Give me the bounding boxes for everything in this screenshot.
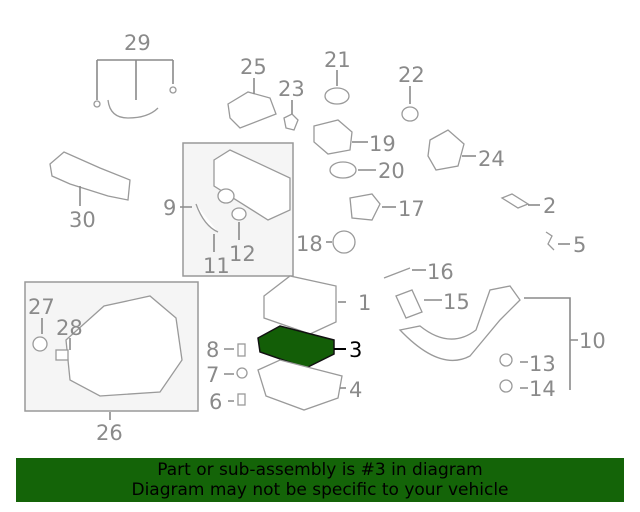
callout-14[interactable]: 14: [529, 377, 556, 401]
callout-11[interactable]: 11: [203, 254, 230, 278]
part-5-clip: [545, 231, 555, 251]
callout-23[interactable]: 23: [278, 77, 305, 101]
callout-9[interactable]: 9: [163, 196, 176, 220]
part-9-grommet: [217, 188, 235, 204]
part-7-grommet: [236, 367, 248, 379]
part-16-strap: [383, 267, 411, 279]
callout-30[interactable]: 30: [69, 208, 96, 232]
part-21-clamp: [324, 87, 350, 105]
callout-25[interactable]: 25: [240, 55, 267, 79]
callout-1[interactable]: 1: [358, 291, 371, 315]
callout-26[interactable]: 26: [96, 421, 123, 445]
callout-15[interactable]: 15: [443, 290, 470, 314]
part-17-sensor: [349, 193, 381, 221]
part-2-bracket: [500, 193, 530, 209]
part-4-air-cleaner-body: [257, 359, 343, 411]
part-13-clamp: [499, 353, 513, 367]
callout-24[interactable]: 24: [478, 147, 505, 171]
callout-3[interactable]: 3: [349, 338, 362, 362]
part-11-hose: [195, 203, 219, 233]
callout-10[interactable]: 10: [579, 329, 606, 353]
part-29-hose: [93, 59, 177, 119]
callout-5[interactable]: 5: [573, 233, 586, 257]
callout-13[interactable]: 13: [529, 352, 556, 376]
callout-16[interactable]: 16: [427, 260, 454, 284]
part-12-grommet: [231, 207, 247, 221]
part-28-grommet: [55, 349, 69, 361]
part-23-clip: [283, 113, 299, 131]
callout-8[interactable]: 8: [206, 338, 219, 362]
part-1-air-cleaner-cover: [263, 275, 337, 335]
callout-labels: 1 2 3 4 5 6 7 8 9 10 11 12 13 14 15 16 1…: [28, 31, 606, 445]
callout-28[interactable]: 28: [56, 316, 83, 340]
callout-27[interactable]: 27: [28, 295, 55, 319]
banner-line-2: Diagram may not be specific to your vehi…: [131, 480, 509, 500]
callout-4[interactable]: 4: [349, 378, 362, 402]
callout-2[interactable]: 2: [543, 194, 556, 218]
callout-19[interactable]: 19: [369, 132, 396, 156]
callout-17[interactable]: 17: [398, 197, 425, 221]
part-9-resonator: [213, 149, 291, 221]
part-26-air-cleaner-assembly: [65, 295, 183, 397]
callout-29[interactable]: 29: [124, 31, 151, 55]
part-3-air-filter-highlighted[interactable]: [257, 325, 335, 369]
part-27-grommet: [32, 336, 48, 352]
callout-6[interactable]: 6: [209, 390, 222, 414]
callout-7[interactable]: 7: [206, 363, 219, 387]
part-10-duct: [398, 285, 521, 362]
part-25-cover: [227, 91, 277, 129]
part-30-duct: [49, 151, 131, 201]
part-14-clamp: [499, 379, 513, 393]
part-22-clamp: [401, 106, 419, 122]
part-24-duct: [427, 129, 465, 171]
callout-22[interactable]: 22: [398, 63, 425, 87]
part-6-bolt: [237, 393, 246, 406]
info-banner: Part or sub-assembly is #3 in diagram Di…: [16, 458, 624, 502]
part-15-pad: [395, 289, 423, 319]
part-19-sensor-housing: [313, 119, 353, 155]
callout-12[interactable]: 12: [229, 242, 256, 266]
part-8-bolt: [237, 343, 246, 357]
banner-line-1: Part or sub-assembly is #3 in diagram: [157, 460, 483, 480]
callout-21[interactable]: 21: [324, 48, 351, 72]
callout-20[interactable]: 20: [378, 159, 405, 183]
part-20-ring: [329, 161, 357, 179]
callout-18[interactable]: 18: [296, 232, 323, 256]
part-18-seal: [332, 230, 356, 254]
